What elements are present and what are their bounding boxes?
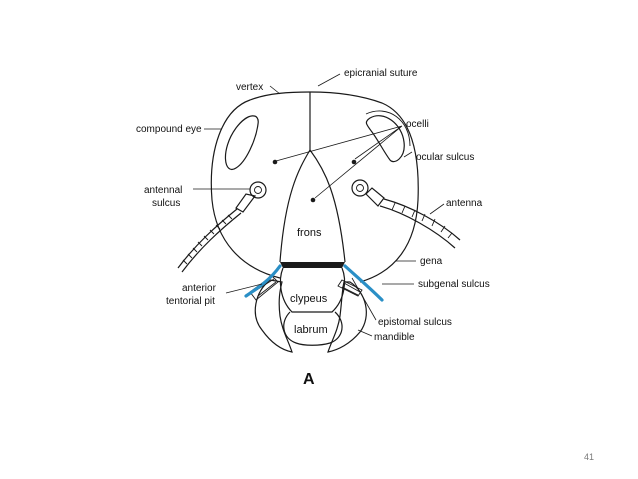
label-labrum: labrum xyxy=(294,324,328,336)
ocellus-left xyxy=(272,159,278,165)
label-clypeus: clypeus xyxy=(290,293,328,305)
label-frons: frons xyxy=(297,227,322,239)
pointer-antenna xyxy=(429,203,445,215)
pointer-anterior-tentorial-pit xyxy=(225,283,263,294)
pointer-ocelli xyxy=(275,125,403,199)
tentorial-pit-left xyxy=(249,275,279,301)
antennal-socket-left xyxy=(249,181,267,199)
ocular-sulcus-right xyxy=(365,110,411,147)
label-anterior-tentorial-pit-line1: anterior xyxy=(182,283,217,294)
pointer-ocular-sulcus xyxy=(403,151,413,158)
mandible-right xyxy=(327,281,367,353)
label-antennal-sulcus-line2: sulcus xyxy=(152,198,180,209)
label-antenna: antenna xyxy=(446,198,483,209)
subgenal-sulcus-left xyxy=(244,264,282,298)
frons-outline xyxy=(279,149,346,263)
label-compound-eye: compound eye xyxy=(136,124,202,135)
antenna-right xyxy=(365,187,461,249)
pointer-vertex xyxy=(269,85,281,95)
pointer-mandible xyxy=(357,329,373,337)
antennal-socket-left-inner xyxy=(254,186,262,194)
label-subgenal-sulcus: subgenal sulcus xyxy=(418,279,490,290)
clypeus-outline xyxy=(279,267,346,313)
label-epistomal-sulcus: epistomal sulcus xyxy=(378,317,452,328)
label-gena: gena xyxy=(420,256,443,267)
label-mandible: mandible xyxy=(374,332,415,343)
label-epicranial-suture: epicranial suture xyxy=(344,68,418,79)
figure-letter: A xyxy=(303,371,315,388)
label-ocelli: ocelli xyxy=(406,119,429,130)
label-antennal-sulcus-line1: antennal xyxy=(144,185,182,196)
label-ocular-sulcus: ocular sulcus xyxy=(416,152,474,163)
label-vertex: vertex xyxy=(236,82,263,93)
tentorial-pit-right xyxy=(337,279,363,297)
mandible-left xyxy=(254,279,293,353)
epistomal-bar xyxy=(280,262,345,268)
antennal-socket-right-inner xyxy=(356,184,364,192)
subgenal-sulcus-right xyxy=(343,264,384,302)
ocellus-right xyxy=(351,159,357,165)
compound-eye-left xyxy=(224,115,259,171)
pointer-epistomal-sulcus xyxy=(351,277,377,321)
ocellus-median xyxy=(310,197,316,203)
antenna-left xyxy=(177,193,257,273)
antennal-socket-right xyxy=(351,179,369,197)
compound-eye-right xyxy=(365,115,405,163)
page-number: 41 xyxy=(583,452,594,462)
label-anterior-tentorial-pit-line2: tentorial pit xyxy=(166,296,215,307)
pointer-epicranial-suture xyxy=(317,73,341,87)
